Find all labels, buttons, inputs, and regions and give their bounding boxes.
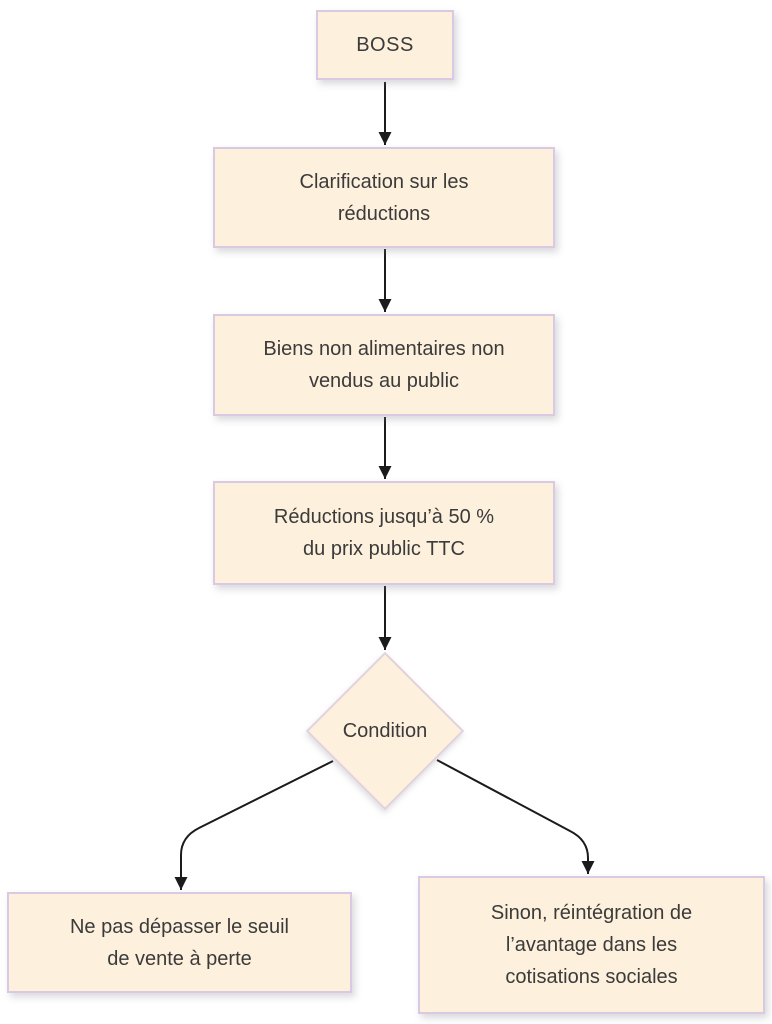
- node-label: Réductions jusqu’à 50 % du prix public T…: [273, 506, 495, 560]
- node-sinon-reintegration: Sinon, réintégration de l’avantage dans …: [418, 876, 765, 1014]
- node-condition-diamond: [305, 651, 465, 811]
- node-label: Ne pas dépasser le seuil de vente à pert…: [69, 915, 289, 970]
- node-boss: BOSS: [316, 10, 454, 80]
- node-seuil-vente-a-perte: Ne pas dépasser le seuil de vente à pert…: [7, 892, 352, 993]
- node-label: Clarification sur les réductions: [299, 170, 469, 225]
- node-biens-non-alimentaires: Biens non alimentaires non vendus au pub…: [213, 314, 555, 416]
- node-label: Biens non alimentaires non vendus au pub…: [263, 338, 505, 392]
- node-reductions-50-pourcent: Réductions jusqu’à 50 % du prix public T…: [213, 481, 555, 585]
- node-label: Sinon, réintégration de l’avantage dans …: [490, 902, 693, 988]
- edge-condition-to-seuil: [174, 760, 334, 890]
- edge-condition-to-sinon: [436, 759, 595, 874]
- node-clarification-reductions: Clarification sur les réductions: [213, 147, 555, 248]
- node-label: BOSS: [356, 34, 414, 56]
